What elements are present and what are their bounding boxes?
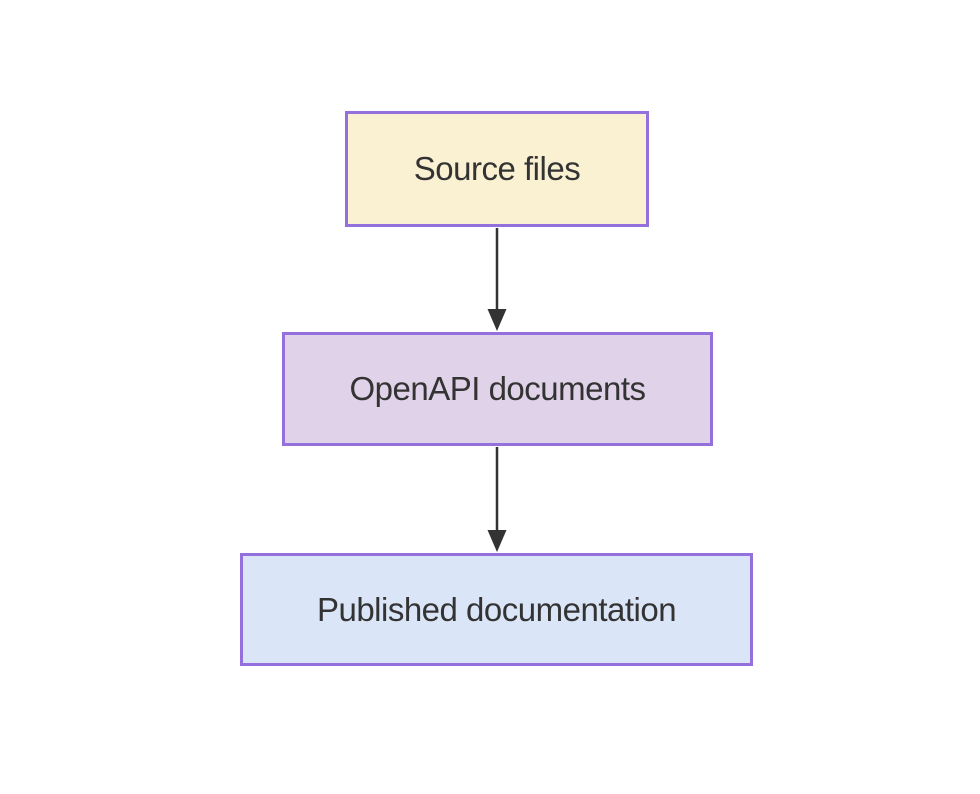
node-openapi-documents-label: OpenAPI documents <box>349 370 646 407</box>
edge-openapi-to-published <box>487 447 507 552</box>
node-openapi-documents: OpenAPI documents <box>282 332 713 446</box>
node-source-files: Source files <box>345 111 649 227</box>
edge-source-to-openapi <box>487 228 507 331</box>
node-published-documentation-label: Published documentation <box>316 590 677 628</box>
node-source-files-label: Source files <box>413 150 581 187</box>
arrowhead-down-icon <box>487 309 507 331</box>
arrowhead-down-icon <box>487 530 507 552</box>
node-published-documentation: Published documentation <box>240 553 753 666</box>
